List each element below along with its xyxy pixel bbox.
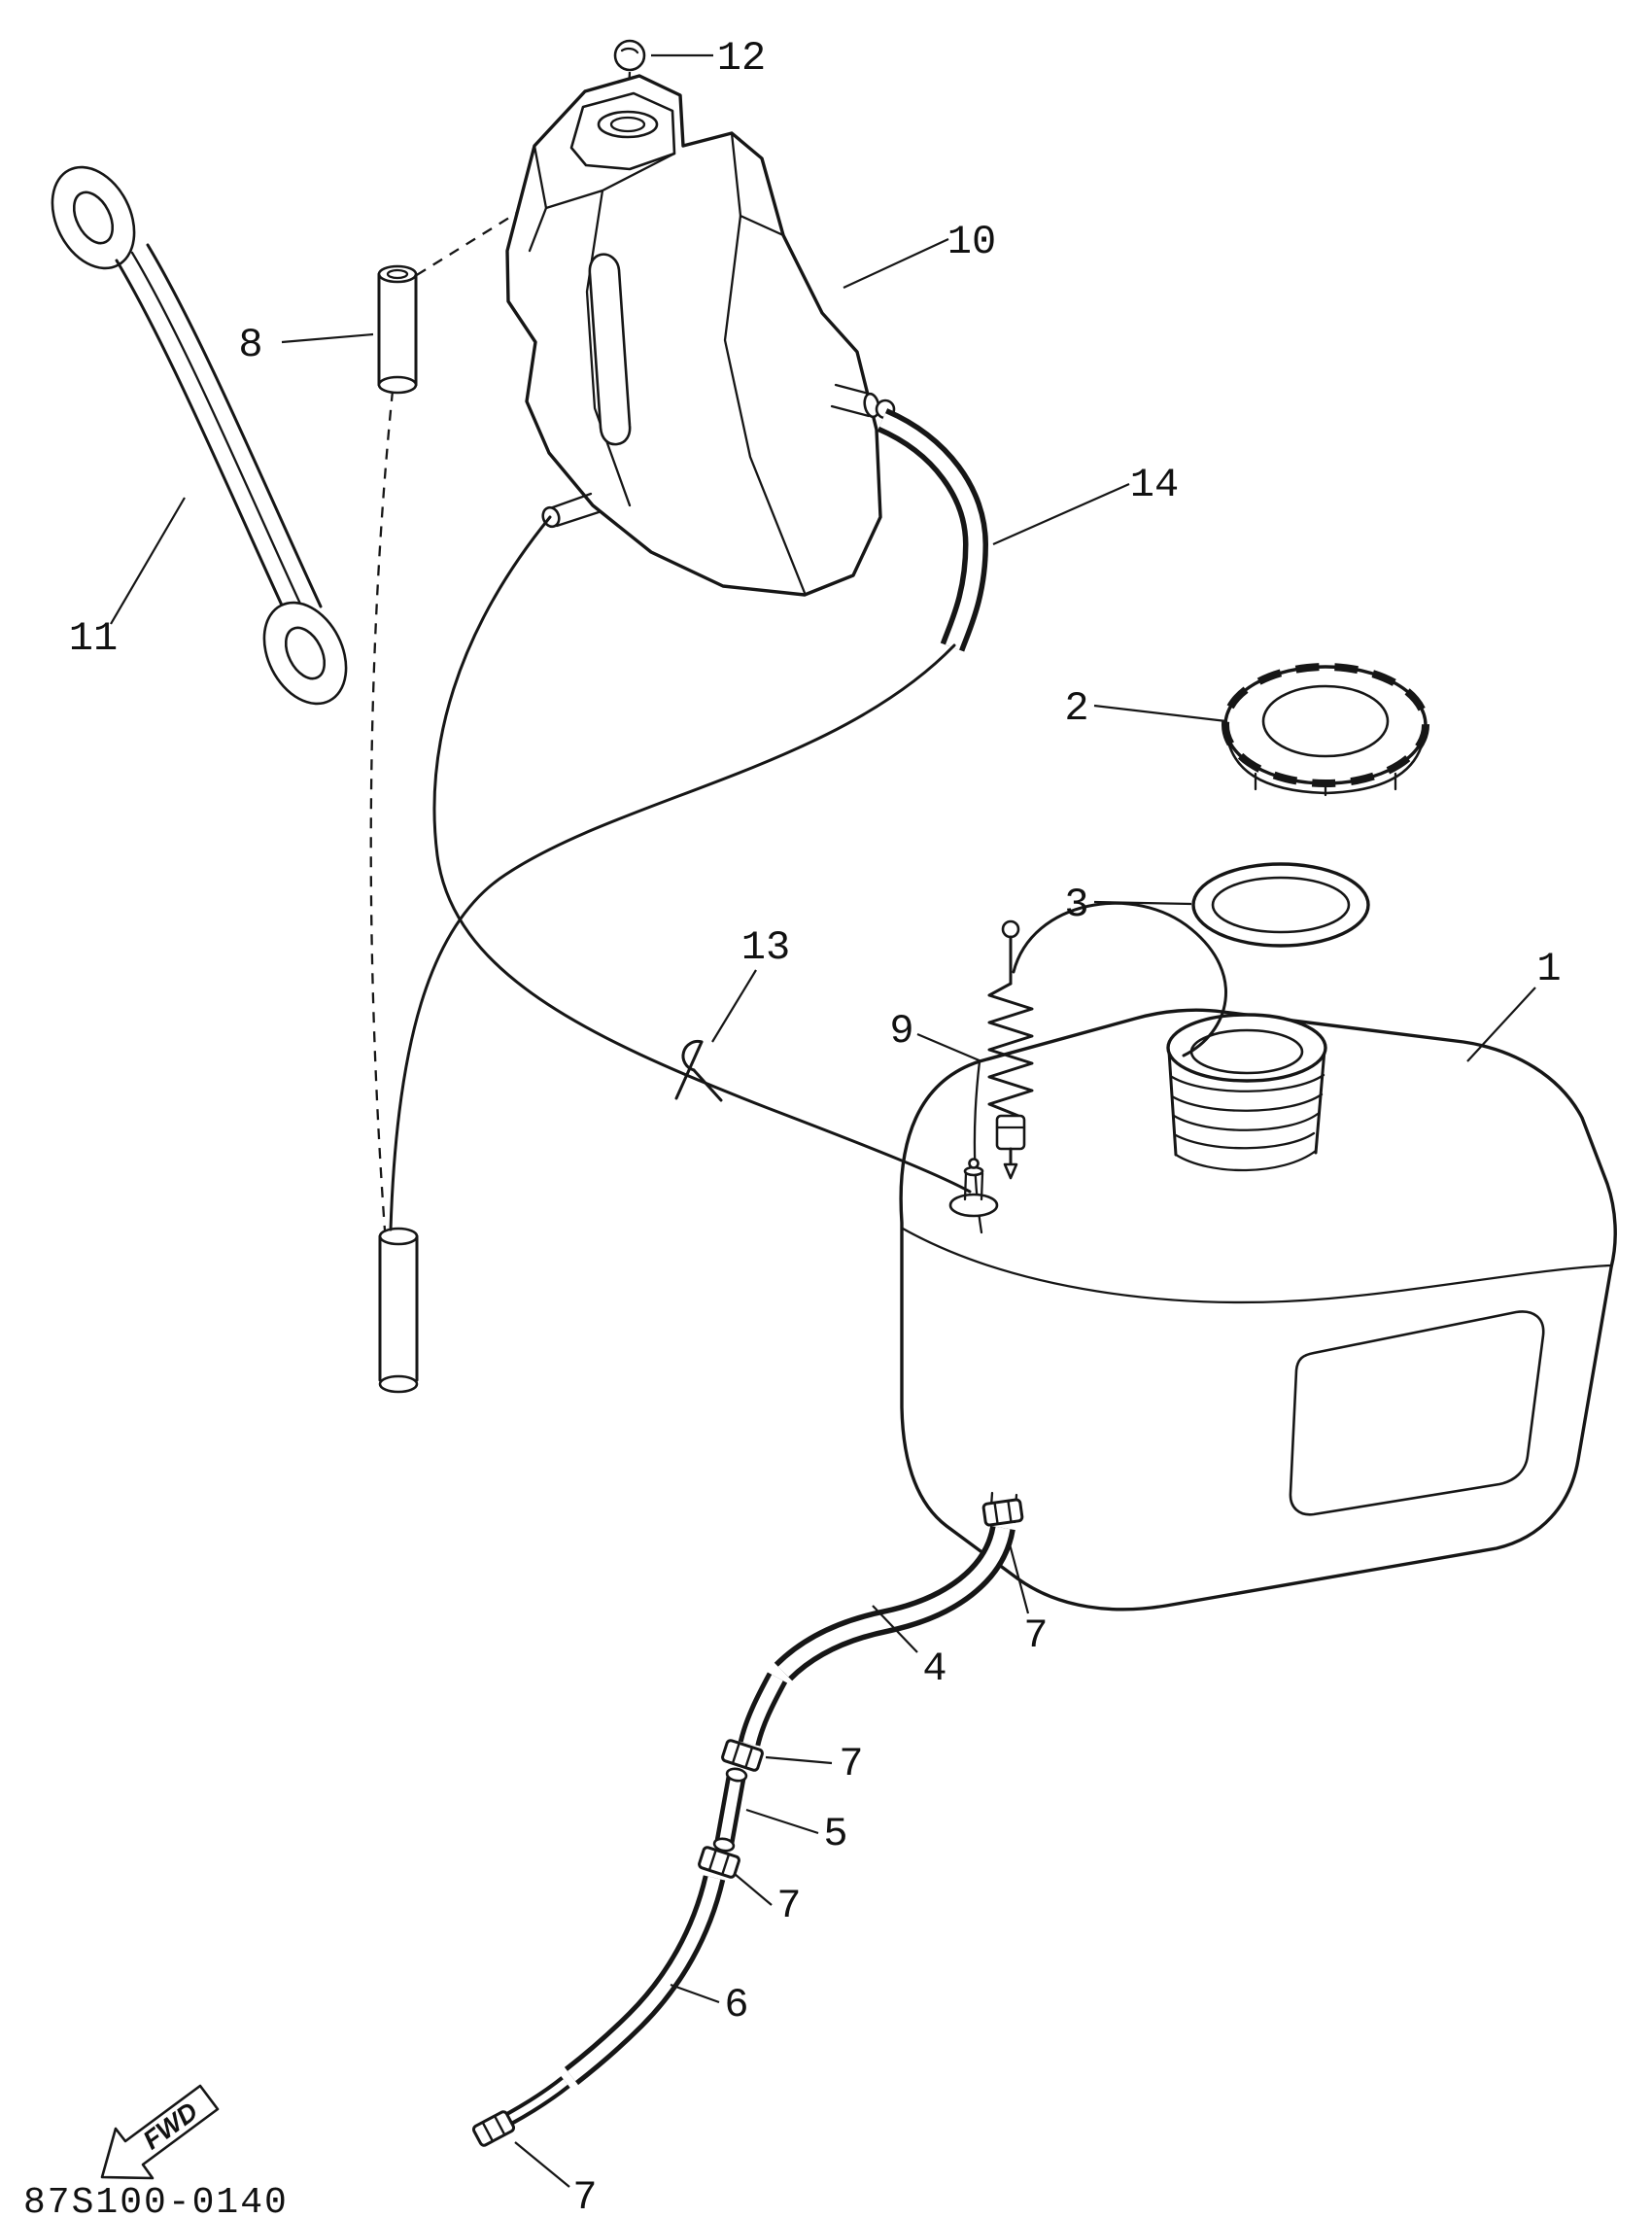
part-5-pipe-drawing <box>712 1767 748 1853</box>
part-2-cap-drawing <box>1222 663 1429 797</box>
part-1-oil-tank-drawing <box>899 1008 1617 1612</box>
clamp-tank-outlet <box>981 1497 1024 1528</box>
part-4-hose-drawing <box>774 1525 1015 1681</box>
part-11-strap-drawing <box>51 165 348 706</box>
callout-8: 8 <box>238 322 262 368</box>
callout-4: 4 <box>922 1646 946 1692</box>
hose-routing-lines <box>389 515 972 1231</box>
callout-labels: 12 10 8 14 11 2 3 13 9 1 7 4 7 5 7 6 7 <box>69 35 1562 2218</box>
callout-5: 5 <box>823 1811 847 1857</box>
callout-11: 11 <box>69 615 118 662</box>
clamp-lower <box>470 2108 517 2149</box>
clamp-mid <box>697 1845 741 1880</box>
callout-7-mid: 7 <box>776 1883 801 1929</box>
part-3-gasket-drawing <box>1191 862 1370 948</box>
part-code: 87S100-0140 <box>23 2182 289 2218</box>
callout-7-tank-outlet: 7 <box>1023 1612 1048 1659</box>
connector-hose-drawing <box>738 1672 788 1747</box>
callout-9: 9 <box>889 1008 913 1055</box>
callout-14: 14 <box>1130 462 1179 508</box>
lower-tube-drawing <box>378 1227 419 1394</box>
callout-7-upper: 7 <box>839 1741 863 1787</box>
callout-10: 10 <box>947 219 996 265</box>
callout-13: 13 <box>741 924 790 971</box>
callout-3: 3 <box>1064 882 1088 928</box>
callout-1: 1 <box>1536 946 1561 992</box>
part-12-plug-drawing <box>613 39 646 72</box>
callout-12: 12 <box>717 35 766 82</box>
callout-leader-lines <box>110 53 1536 2188</box>
part-8-tube-drawing <box>377 264 418 395</box>
callout-7-lower: 7 <box>572 2174 597 2218</box>
callout-6: 6 <box>724 1982 748 2028</box>
part-13-clip-drawing <box>674 1039 723 1102</box>
part-10-reservoir-drawing <box>505 74 896 597</box>
part-6-hose-drawing <box>505 1875 726 2126</box>
part-9-sensor-drawing <box>987 901 1227 1180</box>
fwd-arrow: FWD <box>100 2084 220 2180</box>
part-14-hose-drawing <box>877 408 989 652</box>
callout-2: 2 <box>1064 685 1088 732</box>
